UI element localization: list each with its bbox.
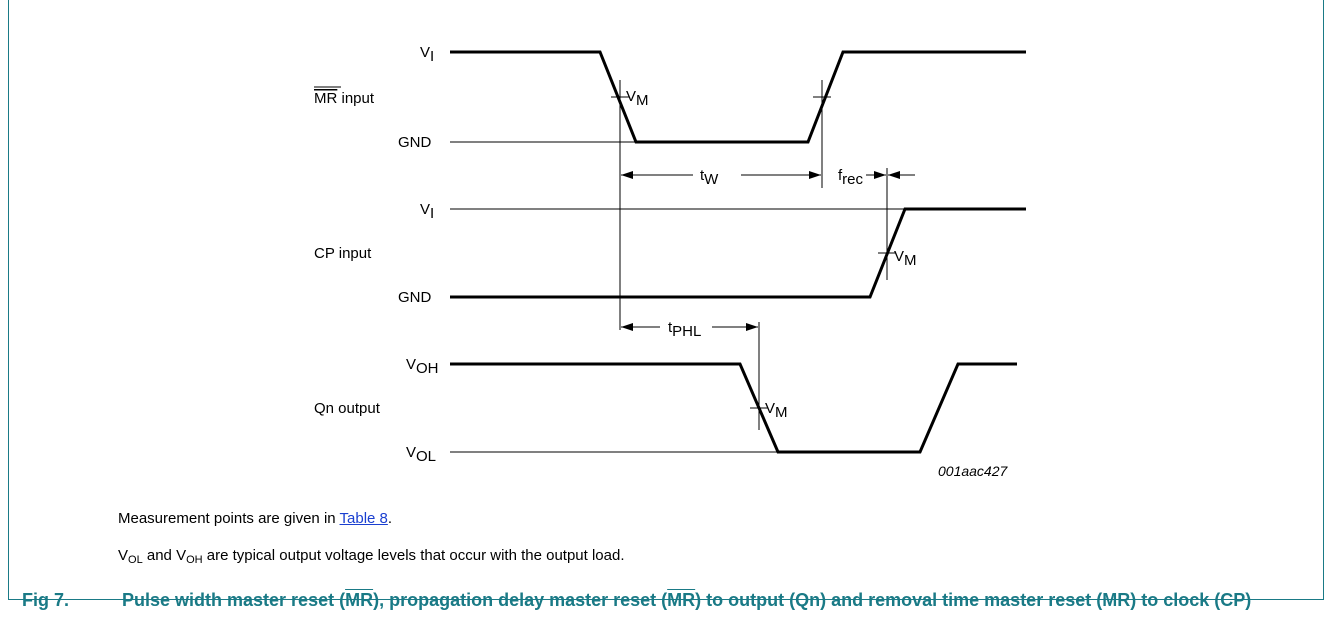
frec-arrowhead-right <box>888 171 900 179</box>
cp-vm-label: VM <box>894 248 917 269</box>
qn-waveform <box>450 362 1017 454</box>
qn-vm-label: VM <box>765 400 788 421</box>
cp-waveform <box>450 207 1026 299</box>
note-voltage: VOL and VOH are typical output voltage l… <box>118 547 625 566</box>
timing-diagram: VI MR input GND VM tW frec tPHL VI CP in… <box>314 44 1026 479</box>
frec-arrowhead-left <box>874 171 886 179</box>
tphl-arrowhead-right <box>746 323 758 331</box>
qn-output-label: Qn output <box>314 400 381 417</box>
figure-code: 001aac427 <box>938 463 1009 479</box>
figure-frame <box>8 0 1324 600</box>
qn-voh-label: VOH <box>406 356 439 377</box>
qn-vol-label: VOL <box>406 444 436 465</box>
tw-label: tW <box>700 167 719 188</box>
cp-gnd-label: GND <box>398 289 432 306</box>
frec-label: frec <box>838 167 864 188</box>
table-8-link[interactable]: Table 8 <box>339 510 388 527</box>
tw-arrowhead-left <box>621 171 633 179</box>
mr-vm-label: VM <box>626 88 649 109</box>
cp-input-label: CP input <box>314 245 372 262</box>
mr-input-label: MR input <box>314 90 375 107</box>
mr-gnd-label: GND <box>398 134 432 151</box>
figure-caption-text: Pulse width master reset (MR), propagati… <box>122 590 1252 610</box>
mr-vi-label: VI <box>420 44 434 65</box>
tw-arrowhead-right <box>809 171 821 179</box>
tphl-arrowhead-left <box>621 323 633 331</box>
tphl-label: tPHL <box>668 319 701 340</box>
note-measurement: Measurement points are given in Table 8. <box>118 510 393 527</box>
cp-vi-label: VI <box>420 201 434 222</box>
mr-waveform <box>450 50 1026 144</box>
figure-number: Fig 7. <box>22 590 70 610</box>
